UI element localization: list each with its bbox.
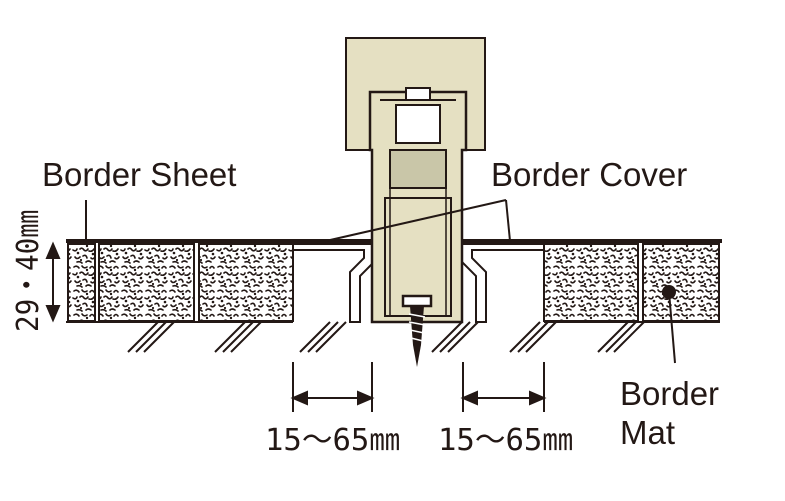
thickness-dimension: [45, 241, 61, 323]
border-mat-left: [67, 243, 294, 322]
border-mat-label-line1: Border: [620, 375, 719, 412]
screw-icon: [401, 294, 433, 367]
border-mat-label-line2: Mat: [620, 414, 675, 451]
gap-left-label: 15～65㎜: [265, 423, 400, 458]
mat-marker-icon: [662, 285, 676, 299]
thickness-label: 29・40㎜: [11, 210, 46, 332]
gap-right-label: 15～65㎜: [438, 423, 573, 458]
border-sheet-label: Border Sheet: [42, 156, 236, 193]
border-mat-right: [543, 243, 720, 322]
gap-dimension-right: [460, 362, 547, 412]
center-profile: [368, 87, 468, 324]
border-cover-label: Border Cover: [491, 156, 687, 193]
floor-hatching: [127, 321, 645, 353]
leader-lines: [85, 199, 676, 364]
gap-dimension-left: [290, 362, 375, 412]
